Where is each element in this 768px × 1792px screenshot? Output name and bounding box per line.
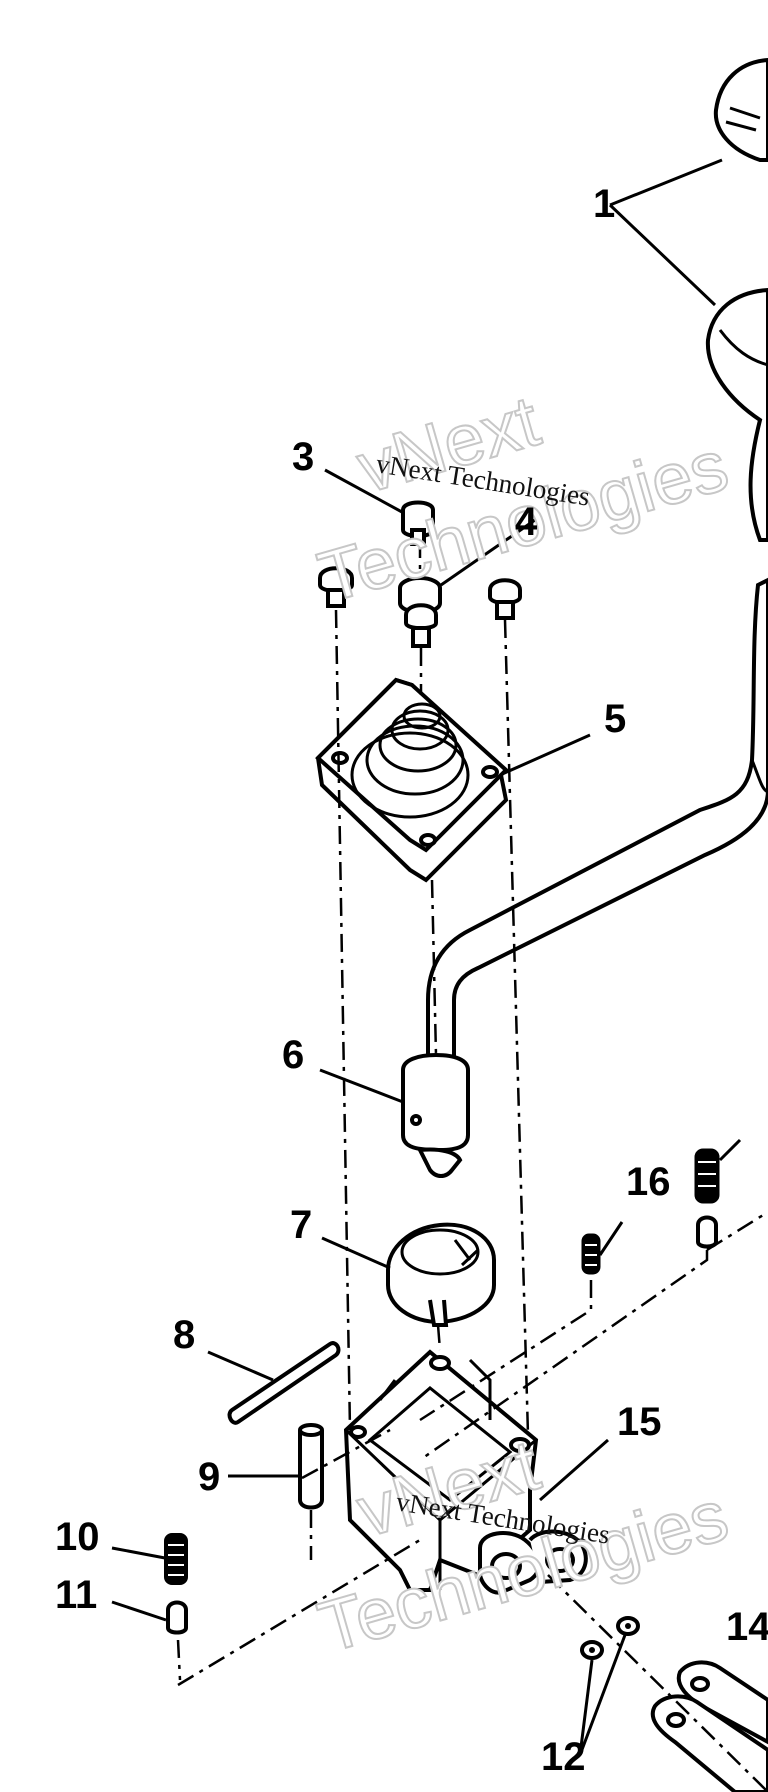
callout-9: 9 bbox=[198, 1455, 220, 1499]
callout-5: 5 bbox=[604, 697, 626, 741]
callout-15: 15 bbox=[617, 1400, 662, 1444]
callout-12: 12 bbox=[541, 1735, 586, 1779]
callout-8: 8 bbox=[173, 1313, 195, 1357]
spring-part-16 bbox=[581, 1233, 601, 1275]
callout-4: 4 bbox=[515, 500, 538, 544]
plunger-upper-right bbox=[696, 1215, 718, 1249]
bolt-left bbox=[318, 566, 354, 608]
housing-part-15 bbox=[343, 1349, 588, 1595]
boot-plate-part-5 bbox=[315, 677, 509, 883]
spring-upper-right bbox=[694, 1148, 720, 1204]
callout-7: 7 bbox=[290, 1203, 312, 1247]
callout-labels: 1 3 4 5 6 7 8 9 10 11 12 14 15 16 bbox=[55, 182, 768, 1779]
nut-part-3 bbox=[401, 500, 435, 546]
bolt-center bbox=[404, 603, 438, 648]
callout-3: 3 bbox=[292, 435, 314, 479]
pivot-part-7 bbox=[386, 1222, 496, 1327]
pin-part-8 bbox=[227, 1341, 341, 1425]
callout-14: 14 bbox=[726, 1605, 768, 1649]
callout-partial-right bbox=[760, 1107, 768, 1151]
plunger-part-11 bbox=[166, 1600, 188, 1635]
shift-knob-part-1 bbox=[705, 57, 768, 542]
lever-collar-part-6 bbox=[401, 1052, 470, 1178]
leader-lines bbox=[111, 158, 742, 1756]
callout-10: 10 bbox=[55, 1515, 100, 1559]
linkage-part-14 bbox=[650, 1660, 768, 1792]
sleeve-part-9 bbox=[298, 1423, 324, 1510]
bolt-right bbox=[488, 578, 522, 620]
callout-1: 1 bbox=[593, 182, 615, 226]
callout-16: 16 bbox=[626, 1160, 671, 1204]
washers-part-12 bbox=[580, 1616, 640, 1660]
callout-11: 11 bbox=[55, 1573, 97, 1617]
spring-part-10 bbox=[164, 1533, 188, 1585]
callout-6: 6 bbox=[282, 1033, 304, 1077]
assembly-centerlines bbox=[176, 540, 768, 1792]
